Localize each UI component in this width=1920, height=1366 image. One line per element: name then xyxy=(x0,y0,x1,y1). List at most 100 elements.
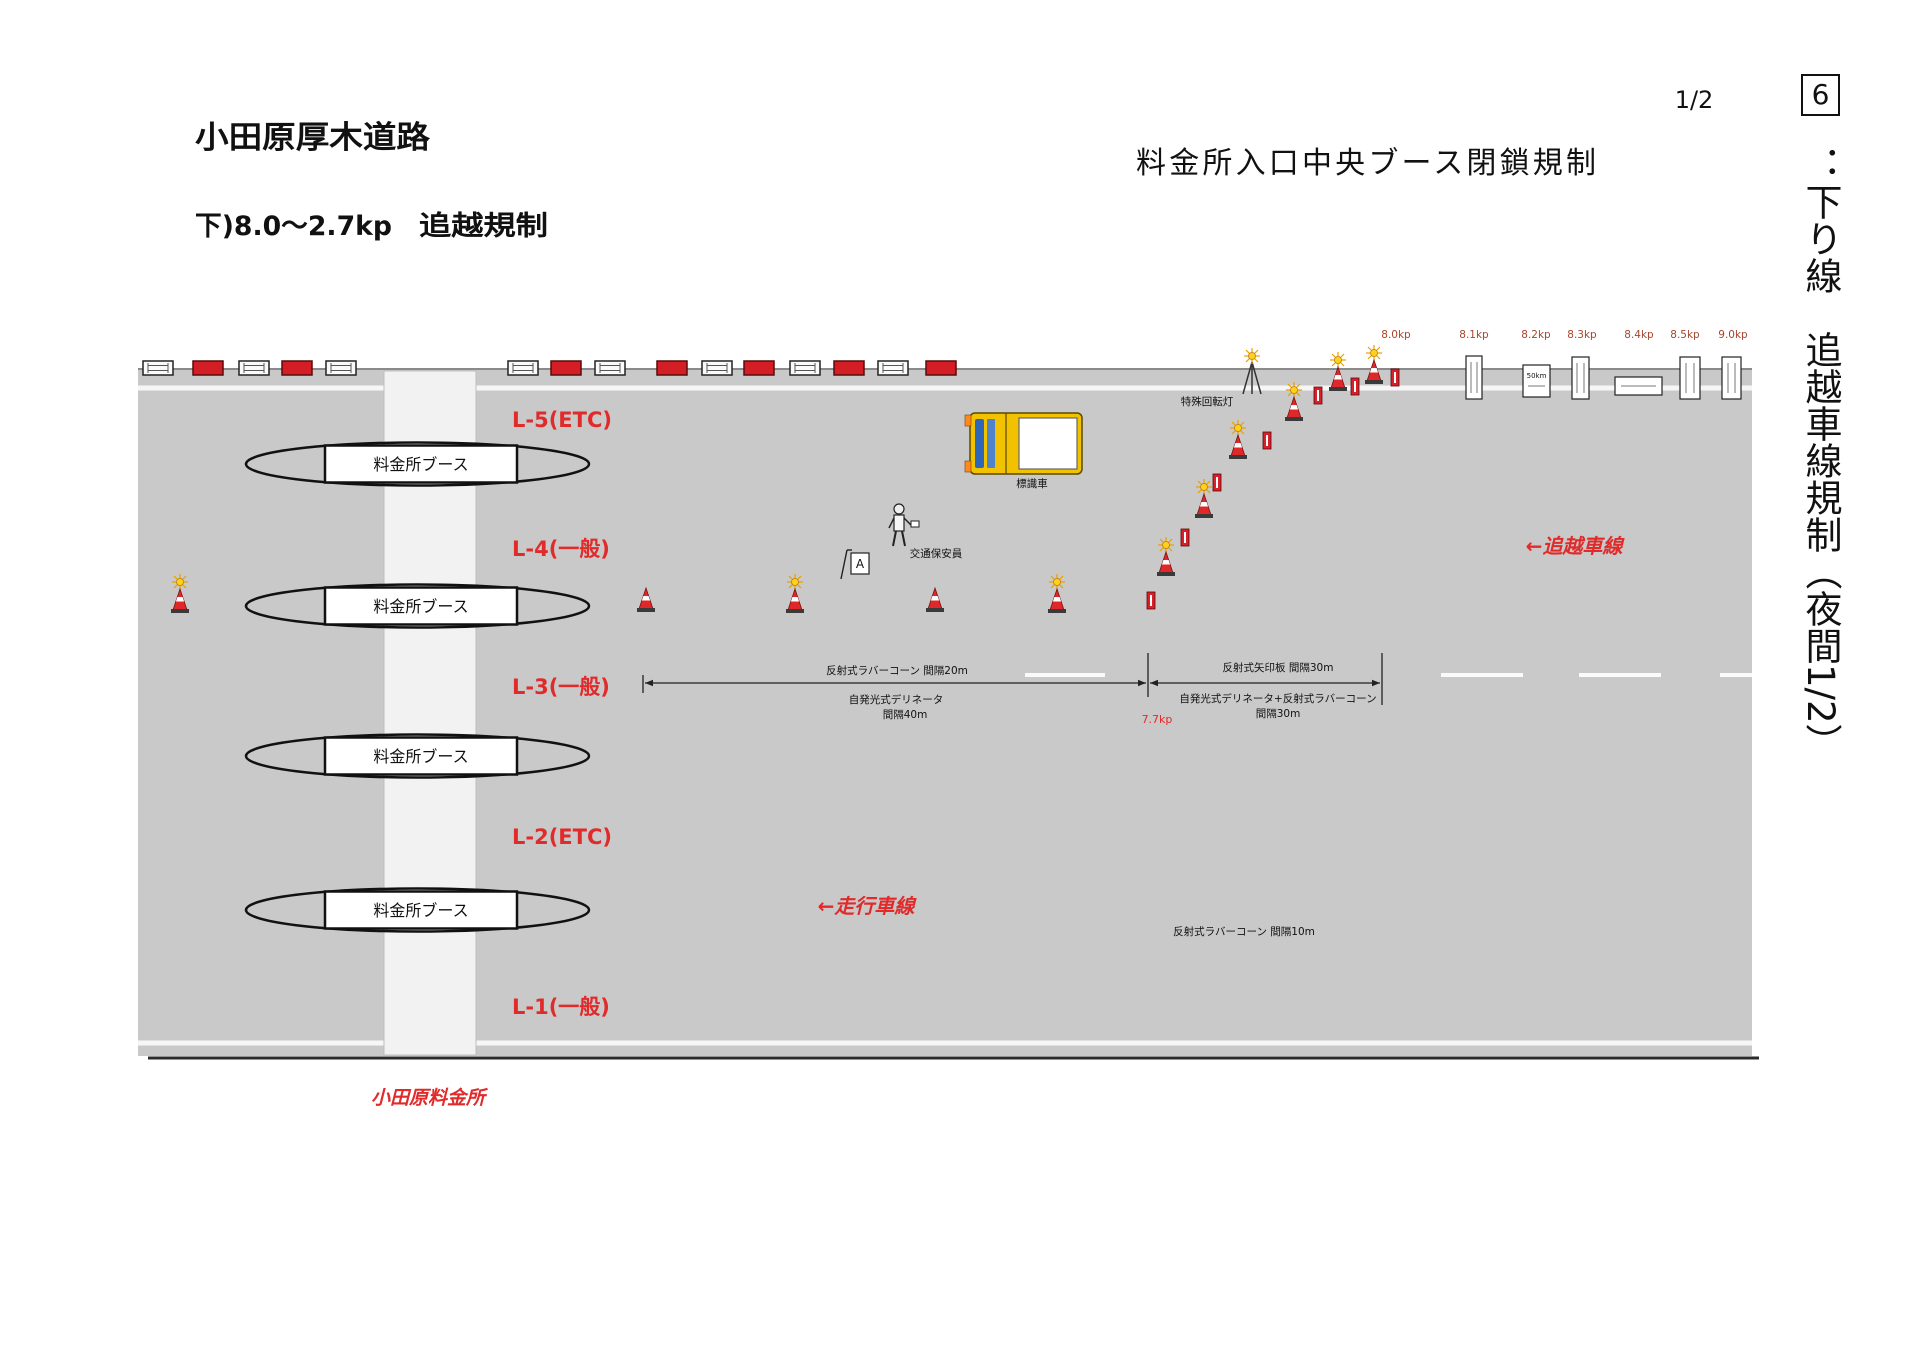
booth-sign xyxy=(323,586,519,626)
guard-flag xyxy=(910,520,920,528)
arrow-board xyxy=(1313,386,1323,405)
guard-helmet xyxy=(893,503,905,515)
route-name: 小田原厚木道路 xyxy=(195,120,431,156)
lane-line-dashes xyxy=(1025,673,1752,677)
kp-label: 9.0kp xyxy=(1718,329,1748,341)
barrier-white xyxy=(507,360,539,376)
guard-leg xyxy=(892,530,897,547)
annotation-taper-start-kp: 7.7kp xyxy=(1142,713,1173,726)
a-board-leg xyxy=(840,549,848,580)
booth-island xyxy=(244,733,591,779)
barrier-white xyxy=(877,360,909,376)
barrier-red xyxy=(656,360,688,376)
booth-island xyxy=(244,441,591,487)
kp-sign xyxy=(1679,356,1701,400)
diagram-title: 料金所入口中央ブース閉鎖規制 xyxy=(1136,146,1596,181)
barrier-white xyxy=(789,360,821,376)
sign-vehicle xyxy=(964,412,1083,475)
kp-sign xyxy=(1571,356,1590,400)
arrow-board xyxy=(1350,377,1360,396)
annotation-cone-spacing-10m: 反射式ラバーコーン 間隔10m xyxy=(1173,925,1315,938)
driving-lane-label: ←走行車線 xyxy=(818,894,918,918)
passing-lane-label: ←追越車線 xyxy=(1526,534,1626,558)
vehicle-light xyxy=(964,460,972,473)
vertical-title: ：下り線 追越車線規制（夜間1/2） xyxy=(1799,146,1842,761)
figure-number-box: 6 xyxy=(1801,74,1840,116)
flashing-light-cone xyxy=(1365,345,1383,384)
vehicle-light xyxy=(964,414,972,427)
annotation-delineator-plus-cone-spacing: 間隔30m xyxy=(1256,708,1301,720)
barrier-white xyxy=(701,360,733,376)
vehicle-windshield xyxy=(975,419,984,468)
kp-sign xyxy=(1721,356,1742,400)
toll-plaza-name: 小田原料金所 xyxy=(371,1087,488,1109)
booth-label: 料金所ブース xyxy=(373,901,468,920)
arrow-board xyxy=(1180,528,1190,547)
traffic-guard-figure xyxy=(888,503,920,547)
kp-label: 8.0kp xyxy=(1381,329,1411,341)
dimension-lines xyxy=(642,653,1383,705)
vehicle-sign-panel xyxy=(1018,417,1078,470)
barrier-white xyxy=(238,360,270,376)
section-range: 下)8.0～2.7kp xyxy=(195,211,392,242)
booth-label: 料金所ブース xyxy=(373,455,468,474)
arrow-board xyxy=(1146,591,1156,610)
sign-vehicle-label: 標識車 xyxy=(1016,477,1048,490)
barrier-red xyxy=(281,360,313,376)
page-number: 1/2 xyxy=(1675,86,1714,114)
barrier-red xyxy=(925,360,957,376)
booth-sign xyxy=(323,890,519,930)
kp-sign xyxy=(1614,376,1663,396)
annotation-delineator-spacing: 間隔40m xyxy=(883,709,928,721)
rotating-light-icon xyxy=(1243,347,1261,365)
toll-booth: 料金所ブース xyxy=(244,887,591,933)
annotation-delineator-plus-cone: 自発光式デリネータ+反射式ラバーコーン xyxy=(1179,692,1376,705)
barrier-red xyxy=(550,360,582,376)
toll-booth: 料金所ブース xyxy=(244,441,591,487)
a-board-panel xyxy=(850,552,870,575)
a-board-sign: A xyxy=(840,549,870,580)
barrier-red xyxy=(743,360,775,376)
guard-arm xyxy=(888,517,895,529)
traffic-guard-label: 交通保安員 xyxy=(910,547,963,560)
kp-label: 8.1kp xyxy=(1459,329,1489,341)
booth-sign xyxy=(323,444,519,484)
barrier-white xyxy=(594,360,626,376)
guard-leg xyxy=(901,530,906,547)
booth-label: 料金所ブース xyxy=(373,597,468,616)
kp-label: 8.4kp xyxy=(1624,329,1654,341)
special-rotating-light xyxy=(1242,347,1262,395)
arrow-board xyxy=(1390,368,1400,387)
annotation-cone-spacing-20m: 反射式ラバーコーン 間隔20m xyxy=(826,664,968,677)
lane-dash xyxy=(1579,673,1661,677)
speed-limit-text: 50km xyxy=(1527,372,1547,380)
kp-sign xyxy=(1465,355,1483,400)
kilometer-posts: 8.0kp 8.1kp 8.2kp 8.3kp 8.4kp 8.5kp 9.0k… xyxy=(1381,329,1748,341)
barrier-white xyxy=(142,360,174,376)
lane-label-l5: L-5(ETC) xyxy=(512,408,612,432)
a-board-letter: A xyxy=(856,557,865,571)
speed-limit-sign: 50km xyxy=(1522,364,1551,398)
barrier-red xyxy=(192,360,224,376)
advance-warning-signs: 50km xyxy=(1465,355,1742,400)
vehicle-window xyxy=(987,419,995,468)
lane-dash xyxy=(1025,673,1105,677)
lane-label-l2: L-2(ETC) xyxy=(512,825,612,849)
lane-label-l4: L-4(一般) xyxy=(512,537,610,561)
toll-booth: 料金所ブース xyxy=(244,733,591,779)
lane-label-l1: L-1(一般) xyxy=(512,995,610,1019)
special-rotating-light-label: 特殊回転灯 xyxy=(1181,395,1234,408)
lane-label-l3: L-3(一般) xyxy=(512,675,610,699)
arrow-board xyxy=(1212,473,1222,492)
annotation-delineator: 自発光式デリネータ xyxy=(849,693,944,706)
kp-label: 8.2kp xyxy=(1521,329,1551,341)
section-rule: 追越規制 xyxy=(419,210,548,242)
booth-label: 料金所ブース xyxy=(373,747,468,766)
guard-torso xyxy=(893,514,905,532)
toll-booth: 料金所ブース xyxy=(244,583,591,629)
barrier-white xyxy=(325,360,357,376)
barrier-red xyxy=(833,360,865,376)
kp-label: 8.3kp xyxy=(1567,329,1597,341)
arrow-board xyxy=(1262,431,1272,450)
